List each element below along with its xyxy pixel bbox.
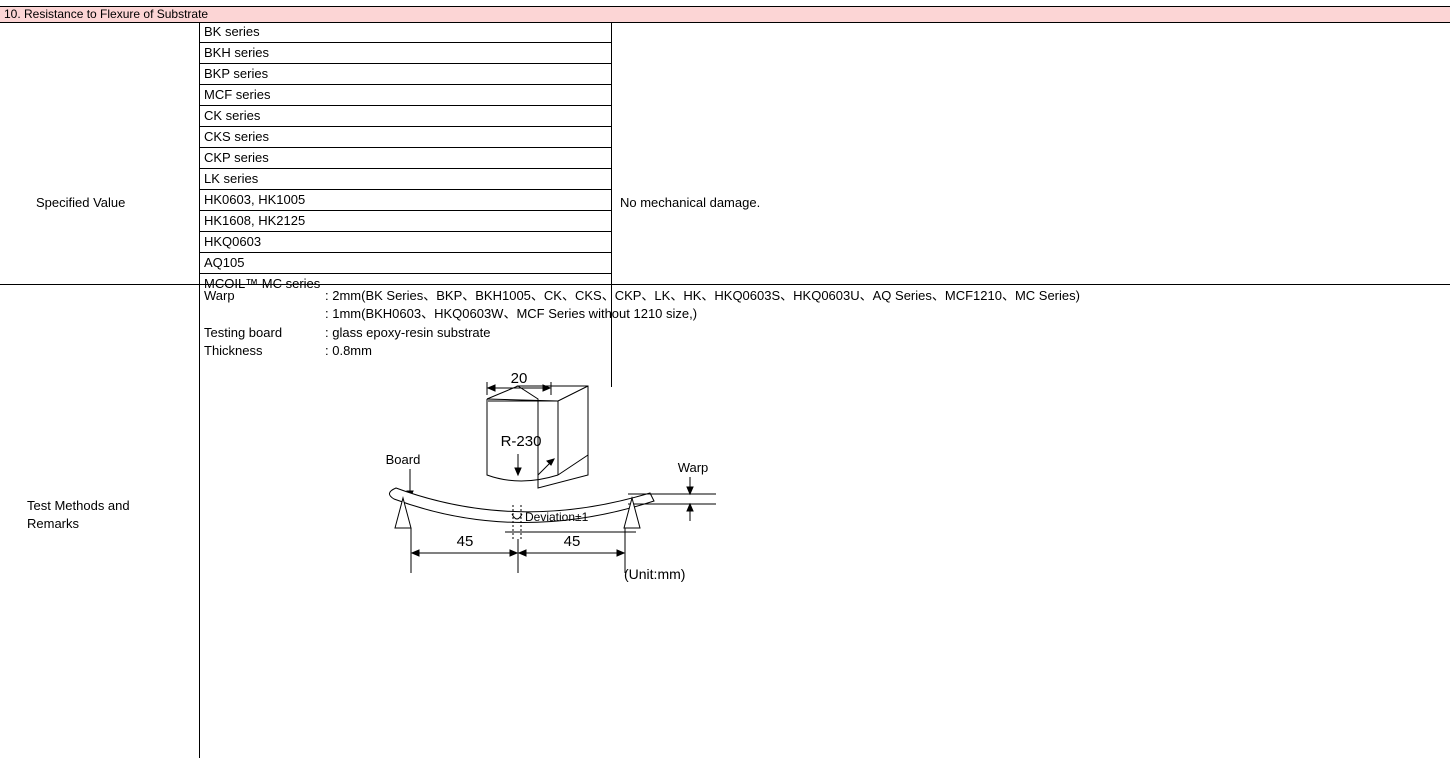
param-name: Testing board: [204, 325, 283, 340]
series-row: BKP series: [200, 64, 611, 85]
series-row: AQ105: [200, 253, 611, 274]
series-name: LK series: [204, 171, 259, 186]
series-row: CKP series: [200, 148, 611, 169]
specified-value-text: No mechanical damage.: [620, 195, 761, 210]
series-row: MCOIL™ MC series: [200, 274, 611, 294]
series-name: MCF series: [204, 87, 271, 102]
param-name: Thickness: [204, 343, 263, 358]
series-row: MCF series: [200, 85, 611, 106]
param-value: : glass epoxy-resin substrate: [325, 325, 491, 340]
series-row: CKS series: [200, 127, 611, 148]
series-name: HKQ0603: [204, 234, 262, 249]
dimension-lines: [410, 528, 626, 573]
param-value: : 2mm(BK Series、BKP、BKH1005、CK、CKS、CKP、L…: [325, 288, 1080, 303]
series-name: BKH series: [204, 45, 270, 60]
series-name: AQ105: [204, 255, 245, 270]
series-row: BKH series: [200, 43, 611, 64]
dim-right-label: 45: [564, 533, 581, 550]
param-name: Warp: [204, 288, 235, 303]
section-header: 10. Resistance to Flexure of Substrate: [0, 6, 1450, 23]
warp-label: Warp: [678, 460, 709, 475]
section-title: 10. Resistance to Flexure of Substrate: [4, 7, 209, 21]
param-value: : 0.8mm: [325, 343, 372, 358]
radius-arrows: [514, 454, 555, 477]
series-name: HK0603, HK1005: [204, 192, 306, 207]
section-divider: [0, 284, 1450, 285]
series-name: BKP series: [204, 66, 269, 81]
left-support: [394, 496, 412, 529]
series-name: HK1608, HK2125: [204, 213, 306, 228]
board-shape: [389, 487, 655, 523]
series-row: LK series: [200, 169, 611, 190]
series-name: MCOIL™ MC series: [204, 276, 321, 291]
series-row: HK0603, HK1005: [200, 190, 611, 211]
flexure-test-diagram: 20 R-230 Board Warp D: [386, 370, 716, 582]
deviation-label: Deviation±1: [525, 510, 589, 524]
series-name: BK series: [204, 24, 260, 39]
dim-top-label: 20: [511, 370, 528, 387]
specified-value-label: Specified Value: [36, 195, 126, 210]
series-row: CK series: [200, 106, 611, 127]
column-divider: [199, 285, 200, 758]
test-methods-label-line1: Test Methods and: [27, 498, 130, 513]
warp-indicator: [628, 477, 716, 521]
press-block: [486, 385, 589, 489]
unit-label: (Unit:mm): [624, 566, 685, 582]
series-name: CKS series: [204, 129, 270, 144]
series-name: CKP series: [204, 150, 269, 165]
series-list: BK series BKH series BKP series MCF seri…: [199, 22, 612, 387]
param-value: : 1mm(BKH0603、HKQ0603W、MCF Series withou…: [325, 306, 698, 321]
series-row: HKQ0603: [200, 232, 611, 253]
test-methods-label-line2: Remarks: [27, 516, 80, 531]
series-row: BK series: [200, 22, 611, 43]
board-label: Board: [386, 452, 421, 467]
dim-left-label: 45: [457, 533, 474, 550]
series-row: HK1608, HK2125: [200, 211, 611, 232]
right-support: [623, 496, 641, 529]
radius-label: R-230: [501, 433, 542, 450]
series-name: CK series: [204, 108, 261, 123]
deviation-marks: [512, 505, 522, 539]
